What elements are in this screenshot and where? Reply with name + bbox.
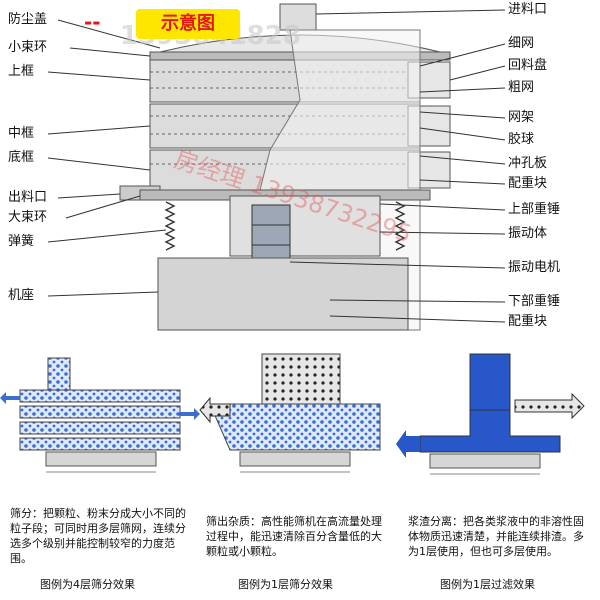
label-lower-weight: 下部重锤 xyxy=(508,294,561,309)
panel-2-description: 筛出杂质：高性能筛机在高流量处理过程中，能迅速清除百分含量低的大颗粒或小颗粒。 xyxy=(206,515,382,558)
label-small-clamp-ring: 小束环 xyxy=(8,40,48,55)
springs xyxy=(164,201,406,251)
panel-3-description: 浆渣分离：把各类浆液中的非溶性固体物质迅速清楚，并能连续排渣。多为1层使用，但也… xyxy=(408,515,584,558)
label-spring: 弹簧 xyxy=(8,234,35,249)
label-fine-mesh: 细网 xyxy=(508,36,535,51)
label-counterweight-top: 配重块 xyxy=(508,176,548,191)
label-base: 机座 xyxy=(8,288,35,303)
label-feed-inlet: 进料口 xyxy=(508,2,548,17)
label-upper-frame: 上框 xyxy=(8,64,35,79)
label-counterweight-bottom: 配重块 xyxy=(508,314,548,329)
title-dash: -- xyxy=(84,10,101,34)
label-mesh-frame: 网架 xyxy=(508,110,535,125)
label-dust-cover: 防尘盖 xyxy=(8,12,48,27)
machine-diagram: 1393841828 房经理 13938732295 xyxy=(47,3,506,331)
base xyxy=(157,257,409,331)
label-large-clamp-ring: 大束环 xyxy=(8,210,48,225)
label-punched-plate: 冲孔板 xyxy=(508,156,548,171)
effect-illustrations xyxy=(0,353,585,475)
label-outlet: 出料口 xyxy=(8,190,48,205)
panel-2-caption: 图例为1层筛分效果 xyxy=(238,578,333,591)
title-badge: 示意图 xyxy=(136,9,240,39)
label-coarse-mesh: 粗网 xyxy=(508,80,535,95)
panel-1-layer-sieve xyxy=(199,353,381,473)
feed-inlet-pipe xyxy=(279,3,317,31)
panel-3-caption: 图例为1层过滤效果 xyxy=(440,578,535,591)
label-rubber-ball: 胶球 xyxy=(508,132,535,147)
label-upper-weight: 上部重锤 xyxy=(508,202,561,217)
panel-1-description: 筛分：把颗粒、粉末分成大小不同的粒子段；可同时用多层筛网，连续分选多个级别并能控… xyxy=(10,507,186,565)
label-vibrating-body: 振动体 xyxy=(508,226,548,241)
label-bottom-frame: 底框 xyxy=(8,150,35,165)
label-return-tray: 回料盘 xyxy=(508,58,548,73)
label-middle-frame: 中框 xyxy=(8,126,35,141)
panel-1-caption: 图例为4层筛分效果 xyxy=(40,578,135,591)
panel-1-layer-filter xyxy=(396,353,585,475)
label-vibration-motor: 振动电机 xyxy=(508,260,561,275)
panel-4-layer xyxy=(0,357,200,473)
